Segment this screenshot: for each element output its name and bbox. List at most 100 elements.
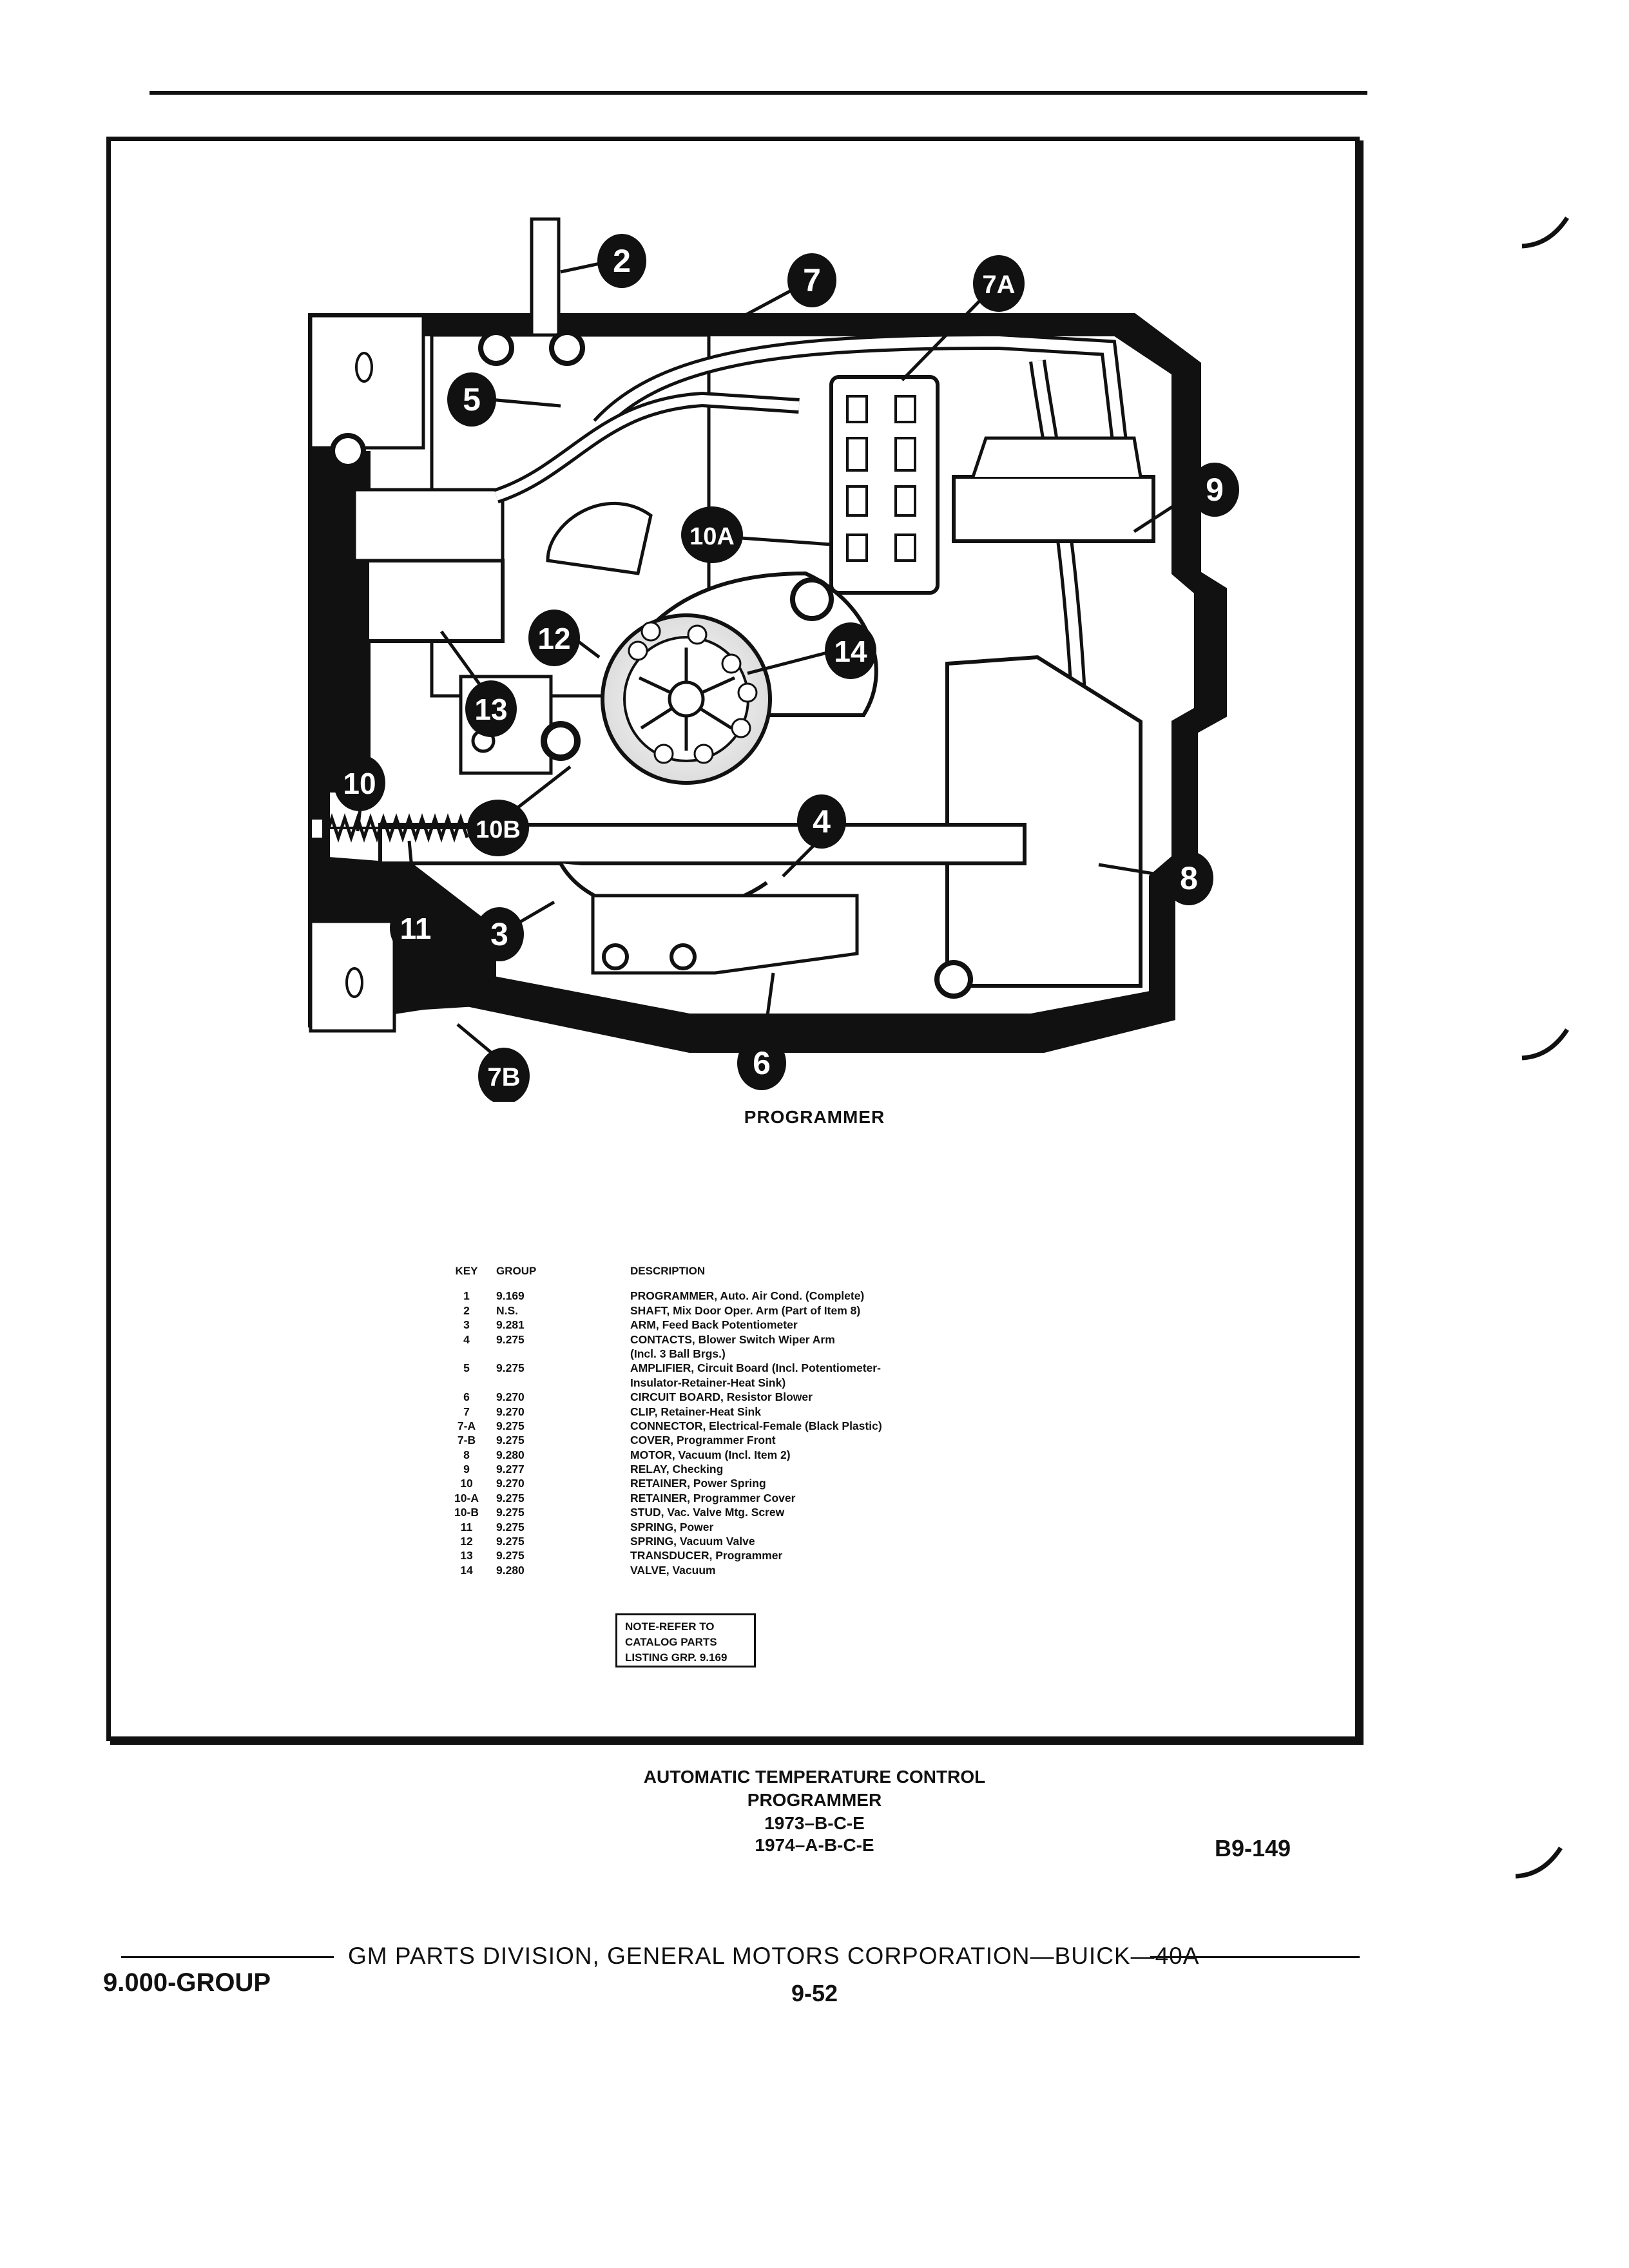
part-key xyxy=(445,1347,488,1361)
group-label: 9.000-GROUP xyxy=(103,1968,271,1997)
part-description: Insulator-Retainer-Heat Sink) xyxy=(630,1376,786,1389)
parts-row: 7 9.270 CLIP, Retainer-Heat Sink xyxy=(445,1405,991,1419)
part-key: 8 xyxy=(463,1448,470,1461)
parts-row: 2 N.S. SHAFT, Mix Door Oper. Arm (Part of … xyxy=(445,1303,991,1318)
parts-table-header: KEY GROUP DESCRIPTION xyxy=(445,1264,991,1278)
svg-text:7A: 7A xyxy=(982,271,1015,299)
callout-14: 14 xyxy=(825,622,876,679)
part-key: 3 xyxy=(463,1318,470,1332)
header-description: DESCRIPTION xyxy=(630,1265,706,1277)
part-description: (Incl. 3 Ball Brgs.) xyxy=(630,1347,726,1360)
parts-row: (Incl. 3 Ball Brgs.) xyxy=(445,1347,991,1361)
part-description: TRANSDUCER, Programmer xyxy=(630,1549,783,1562)
part-group: 9.270 xyxy=(496,1405,525,1418)
part-description: ARM, Feed Back Potentiometer xyxy=(630,1318,798,1332)
svg-text:7: 7 xyxy=(803,262,821,298)
part-description: RETAINER, Power Spring xyxy=(630,1477,766,1490)
part-group xyxy=(488,1376,574,1390)
part-key: 13 xyxy=(460,1549,473,1562)
part-key: 7 xyxy=(463,1405,470,1418)
part-group: 9.275 xyxy=(496,1535,525,1548)
part-key: 12 xyxy=(460,1535,473,1548)
title-line-4: 1974–A-B-C-E xyxy=(755,1835,874,1855)
note-line-2: CATALOG PARTS xyxy=(625,1636,717,1648)
svg-text:8: 8 xyxy=(1180,860,1198,896)
part-description: AMPLIFIER, Circuit Board (Incl. Potentio… xyxy=(630,1361,881,1375)
part-description: CIRCUIT BOARD, Resistor Blower xyxy=(630,1390,813,1404)
part-group: N.S. xyxy=(496,1303,519,1317)
callout-11: 11 xyxy=(390,899,441,956)
part-key: 10-B xyxy=(454,1506,479,1519)
parts-row: Insulator-Retainer-Heat Sink) xyxy=(445,1376,991,1390)
part-group: 9.275 xyxy=(496,1520,525,1533)
part-description: RETAINER, Programmer Cover xyxy=(630,1491,796,1504)
part-key: 14 xyxy=(460,1563,473,1577)
part-group: 9.275 xyxy=(496,1361,525,1375)
title-line-3: 1973–B-C-E xyxy=(764,1813,865,1833)
part-description: CONTACTS, Blower Switch Wiper Arm xyxy=(630,1332,835,1346)
binder-mark-top xyxy=(1521,216,1569,249)
part-group: 9.270 xyxy=(496,1477,525,1490)
part-description: MOTOR, Vacuum (Incl. Item 2) xyxy=(630,1448,791,1461)
note-box: NOTE-REFER TO CATALOG PARTS LISTING GRP.… xyxy=(615,1613,756,1667)
part-group: 9.275 xyxy=(496,1506,525,1519)
part-description: SPRING, Power xyxy=(630,1520,714,1533)
part-key: 5 xyxy=(463,1361,470,1375)
part-key: 2 xyxy=(463,1303,470,1317)
parts-row: 10-A 9.275 RETAINER, Programmer Cover xyxy=(445,1491,991,1505)
callout-12: 12 xyxy=(528,610,580,666)
note-line-3: LISTING GRP. 9.169 xyxy=(625,1651,728,1664)
part-description: CLIP, Retainer-Heat Sink xyxy=(630,1405,761,1418)
svg-text:4: 4 xyxy=(813,803,831,840)
svg-text:10: 10 xyxy=(343,767,376,800)
callout-8: 8 xyxy=(1164,851,1213,905)
svg-text:3: 3 xyxy=(490,916,508,952)
callout-10: 10 xyxy=(334,754,385,811)
part-group: 9.275 xyxy=(496,1491,525,1504)
title-line-1: AUTOMATIC TEMPERATURE CONTROL xyxy=(643,1767,986,1787)
part-key: 10-A xyxy=(454,1491,479,1504)
callout-10b: 10B xyxy=(467,800,529,856)
svg-text:9: 9 xyxy=(1206,472,1224,508)
callout-3: 3 xyxy=(475,907,524,961)
part-key: 4 xyxy=(463,1332,470,1346)
figure-caption: PROGRAMMER xyxy=(744,1107,885,1127)
callout-6: 6 xyxy=(737,1036,786,1090)
callout-4: 4 xyxy=(797,794,846,849)
parts-row: 14 9.280 VALVE, Vacuum xyxy=(445,1563,991,1577)
part-key: 7-B xyxy=(457,1434,476,1447)
svg-text:2: 2 xyxy=(613,243,631,279)
part-group xyxy=(488,1347,574,1361)
callout-7a: 7A xyxy=(973,255,1025,312)
page-number: 9-52 xyxy=(791,1980,838,2006)
page-code: B9-149 xyxy=(1215,1835,1291,1861)
binder-mark-middle xyxy=(1521,1028,1569,1061)
svg-text:12: 12 xyxy=(537,622,570,655)
part-group: 9.277 xyxy=(496,1463,525,1476)
part-description: VALVE, Vacuum xyxy=(630,1563,716,1577)
part-group: 9.275 xyxy=(496,1549,525,1562)
parts-row: 5 9.275 AMPLIFIER, Circuit Board (Incl. Po… xyxy=(445,1361,991,1375)
svg-text:5: 5 xyxy=(463,381,481,418)
part-group: 9.280 xyxy=(496,1563,525,1577)
part-key: 9 xyxy=(463,1463,470,1476)
part-description: SHAFT, Mix Door Oper. Arm (Part of Item … xyxy=(630,1303,861,1317)
callout-13: 13 xyxy=(465,680,517,737)
svg-text:14: 14 xyxy=(834,635,867,668)
part-key: 7-A xyxy=(457,1419,476,1432)
title-line-2: PROGRAMMER xyxy=(747,1790,882,1810)
part-description: CONNECTOR, Electrical-Female (Black Plas… xyxy=(630,1419,882,1432)
illustration-frame xyxy=(106,137,1360,1741)
part-group: 9.270 xyxy=(496,1390,525,1404)
